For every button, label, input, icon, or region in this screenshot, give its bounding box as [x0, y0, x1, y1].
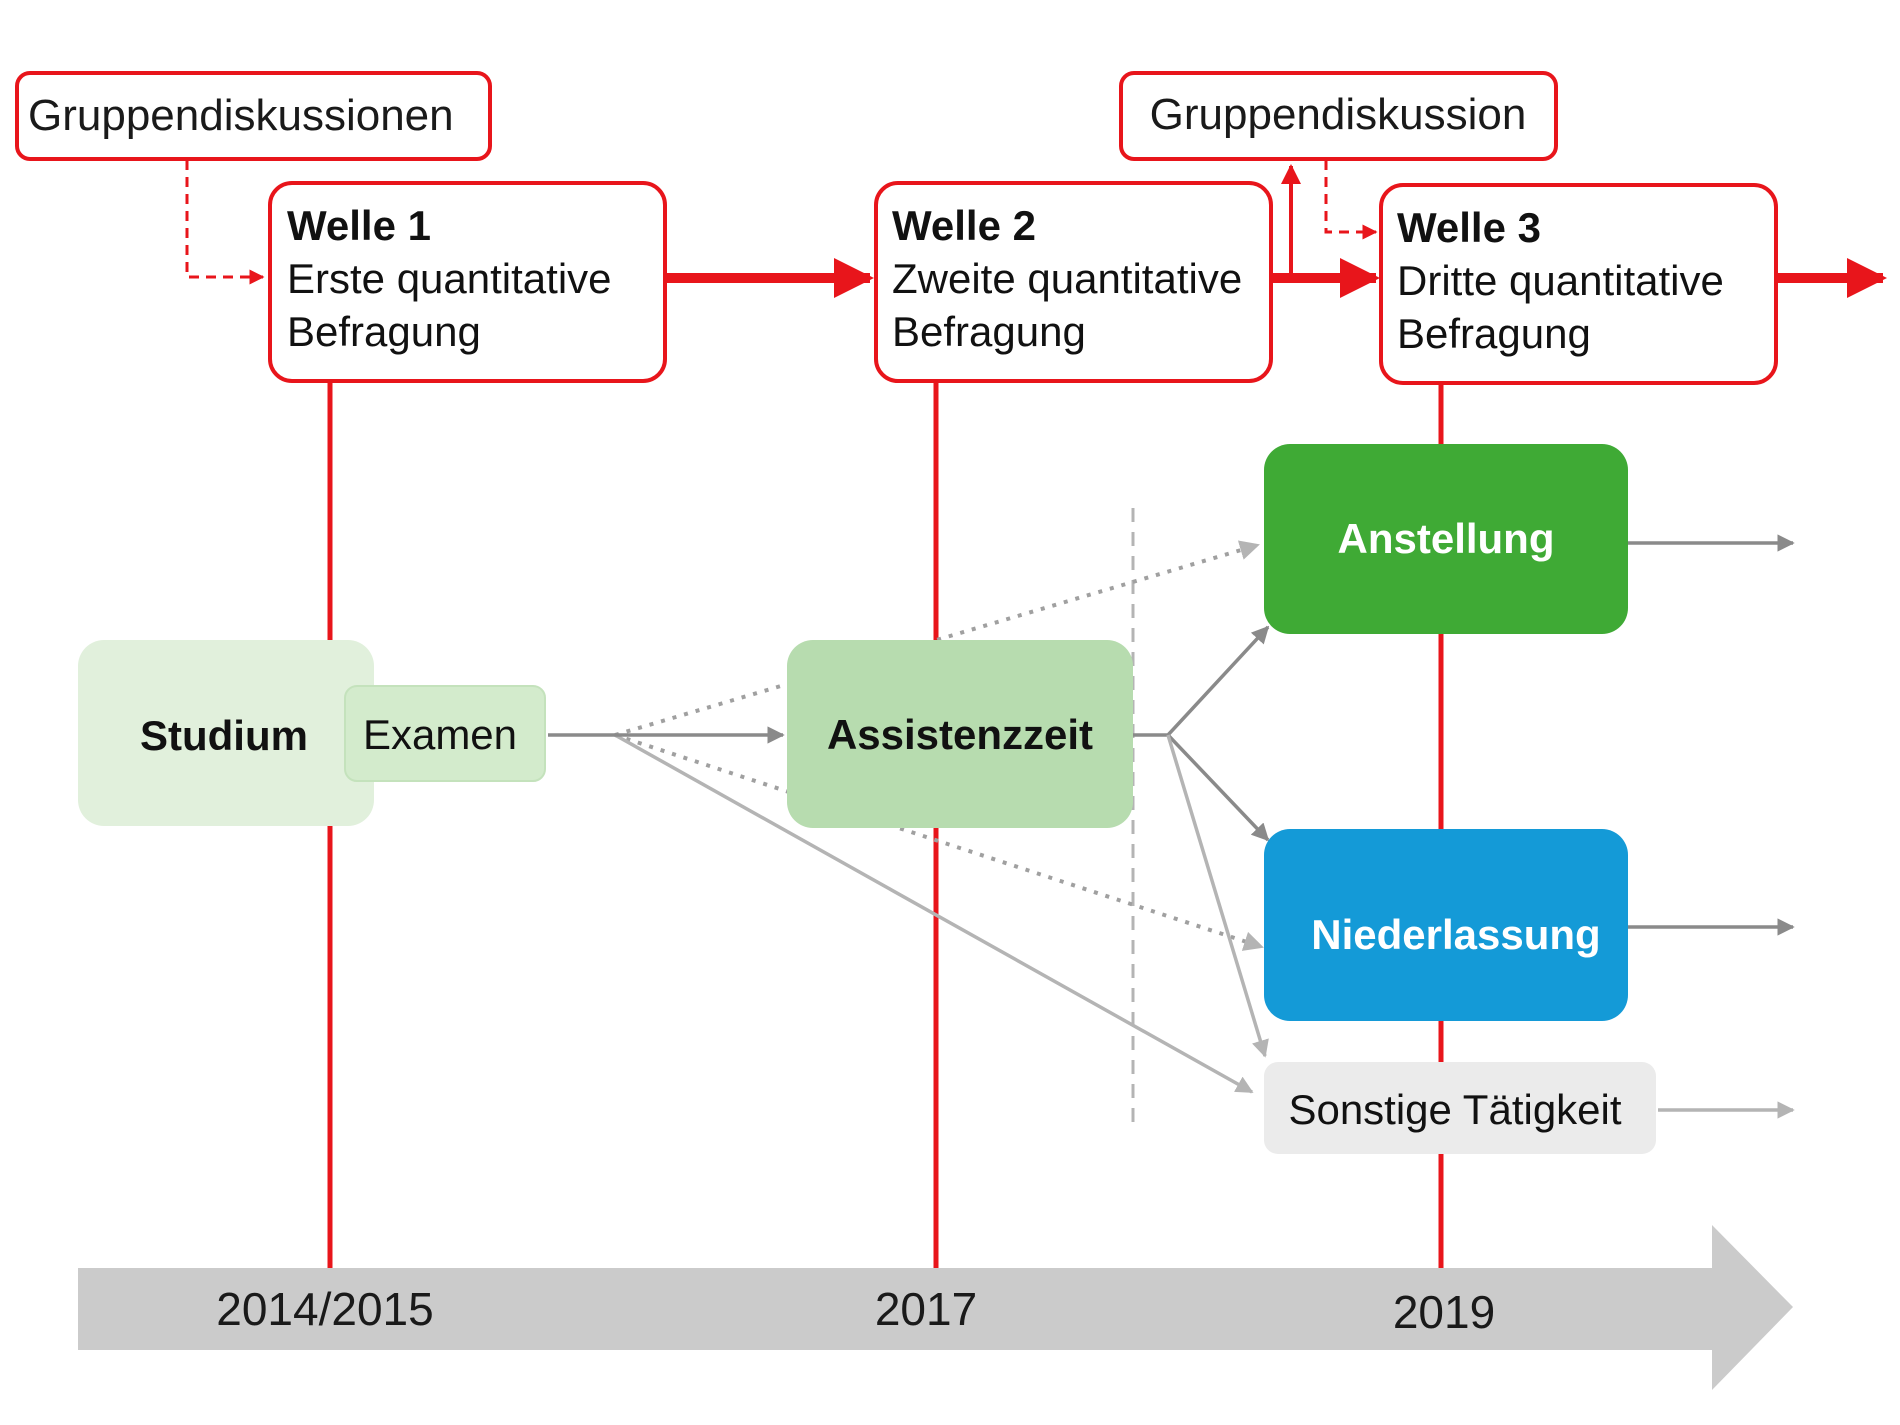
anstellung-box: Anstellung — [1264, 444, 1628, 634]
assistenzzeit-label: Assistenzzeit — [827, 711, 1093, 758]
welle-3-box: Welle 3 Dritte quantitative Befragung — [1379, 183, 1778, 385]
examen-label: Examen — [363, 711, 517, 758]
welle-2-box: Welle 2 Zweite quantitative Befragung — [874, 181, 1273, 383]
sonstige-taetigkeit-box: Sonstige Tätigkeit — [1264, 1062, 1656, 1154]
sonstige-taetigkeit-label: Sonstige Tätigkeit — [1288, 1086, 1621, 1133]
year-label-2014-2015: 2014/2015 — [216, 1283, 433, 1335]
anstellung-label: Anstellung — [1338, 515, 1555, 562]
welle-1-title: Welle 1 — [287, 202, 431, 249]
studium-label: Studium — [140, 712, 308, 759]
welle-2-line1: Zweite quantitative — [892, 255, 1242, 302]
welle-3-line2: Befragung — [1397, 310, 1591, 357]
niederlassung-box: Niederlassung — [1264, 829, 1628, 1021]
year-label-2017: 2017 — [875, 1283, 977, 1335]
gruppendiskussionen-label: Gruppendiskussionen — [28, 91, 454, 140]
welle-1-box: Welle 1 Erste quantitative Befragung — [268, 181, 667, 383]
flow-assistenz-to-sonstige — [1166, 734, 1269, 1058]
flow-assistenz-to-anstellung — [1133, 625, 1270, 737]
arrow-gruppendiskussionen-to-welle1 — [185, 160, 265, 285]
gruppendiskussion-label: Gruppendiskussion — [1150, 90, 1527, 139]
niederlassung-label: Niederlassung — [1311, 911, 1600, 958]
flow-examen-to-sonstige — [614, 733, 1254, 1094]
studium-box: Studium — [78, 640, 374, 826]
welle-3-line1: Dritte quantitative — [1397, 257, 1724, 304]
welle-1-line2: Befragung — [287, 308, 481, 355]
welle-3-title: Welle 3 — [1397, 204, 1541, 251]
gruppendiskussion-box: Gruppendiskussion — [1119, 71, 1558, 161]
year-label-2019: 2019 — [1393, 1286, 1495, 1338]
welle-1-line1: Erste quantitative — [287, 255, 612, 302]
examen-box: Examen — [344, 685, 546, 782]
timeline-arrow — [78, 1225, 1793, 1390]
assistenzzeit-box: Assistenzzeit — [787, 640, 1133, 828]
flow-dotted-to-niederlassung — [614, 733, 1264, 951]
gruppendiskussionen-box: Gruppendiskussionen — [15, 71, 492, 161]
welle-2-title: Welle 2 — [892, 202, 1036, 249]
arrow-gruppendiskussion-to-welle3 — [1324, 160, 1378, 240]
flow-assistenz-to-niederlassung — [1166, 733, 1270, 842]
welle-2-line2: Befragung — [892, 308, 1086, 355]
flow-dotted-to-anstellung — [614, 540, 1260, 737]
